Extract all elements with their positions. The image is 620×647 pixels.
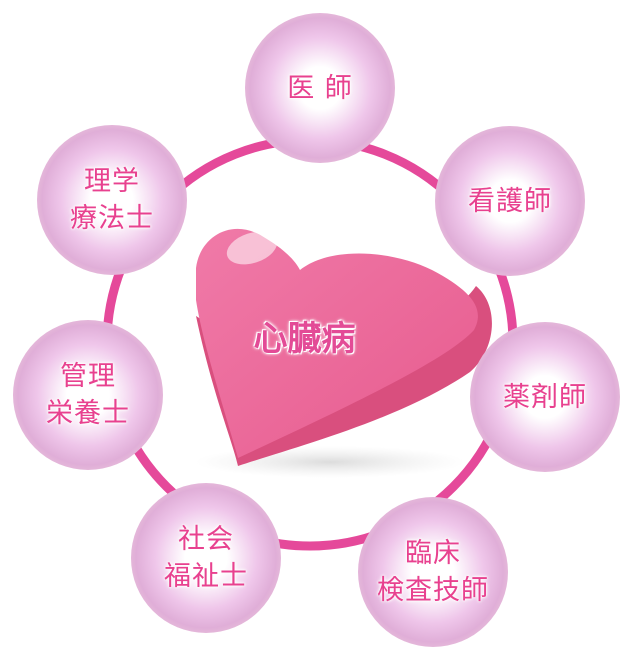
node-social-worker: 社会 福祉士 — [131, 483, 281, 633]
node-dietitian-label: 管理 栄養士 — [46, 361, 130, 429]
node-nurse: 看護師 — [435, 126, 585, 276]
node-pharmacist: 薬剤師 — [470, 322, 620, 472]
node-dietitian: 管理 栄養士 — [13, 320, 163, 470]
node-nurse-label: 看護師 — [468, 185, 552, 217]
node-social-worker-label: 社会 福祉士 — [164, 524, 248, 592]
node-pharmacist-label: 薬剤師 — [503, 381, 587, 413]
center-label: 心臓病 — [253, 319, 356, 359]
node-clinical-lab-technician-label: 臨床 検査技師 — [377, 538, 489, 606]
node-physical-therapist: 理学 療法士 — [37, 125, 187, 275]
node-doctor-label: 医 師 — [287, 72, 353, 104]
node-doctor: 医 師 — [245, 13, 395, 163]
node-physical-therapist-label: 理学 療法士 — [70, 166, 154, 234]
node-clinical-lab-technician: 臨床 検査技師 — [358, 497, 508, 647]
heart-icon — [195, 228, 492, 478]
